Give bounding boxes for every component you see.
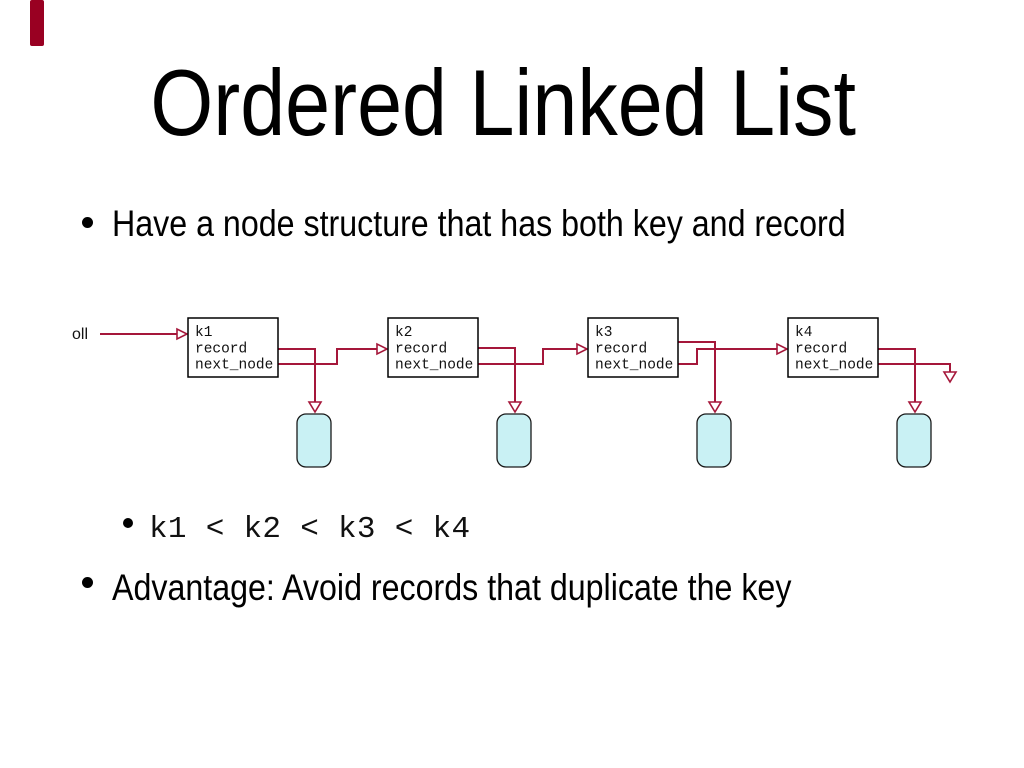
list-node-k1: k1 record next_node xyxy=(187,317,279,378)
null-pointer-line xyxy=(866,363,951,372)
node-next-label: next_node xyxy=(795,358,873,374)
next-arrowhead xyxy=(376,342,389,356)
next-arrowhead xyxy=(776,342,789,356)
node-record-label: record xyxy=(595,342,647,358)
page-title: Ordered Linked List xyxy=(0,56,1006,150)
bullet-item-advantage: Advantage: Avoid records that duplicate … xyxy=(112,567,792,608)
record-blob xyxy=(696,413,732,468)
head-arrowhead xyxy=(176,327,189,341)
node-record-label: record xyxy=(195,342,247,358)
node-box xyxy=(187,317,279,378)
record-blob xyxy=(496,413,532,468)
next-pointer-line xyxy=(668,348,777,365)
linked-list-diagram: oll k1 r xyxy=(72,317,958,468)
node-next-label: next_node xyxy=(195,358,273,374)
record-blob xyxy=(896,413,932,468)
pointer-arrowheads xyxy=(176,327,958,414)
next-arrowhead xyxy=(576,342,589,356)
record-blobs xyxy=(296,413,932,468)
next-pointer-line xyxy=(268,348,377,365)
null-arrowhead xyxy=(942,371,958,384)
node-next-label: next_node xyxy=(395,358,473,374)
record-arrowhead xyxy=(307,401,323,414)
corner-mark xyxy=(30,0,44,46)
node-box xyxy=(587,317,679,378)
node-key-label: k4 xyxy=(795,325,812,341)
list-node-k4: k4 record next_node xyxy=(787,317,879,378)
record-arrowhead xyxy=(707,401,723,414)
bullet-item-key-ordering: k1 < k2 < k3 < k4 xyxy=(149,512,471,547)
node-record-label: record xyxy=(395,342,447,358)
node-next-label: next_node xyxy=(595,358,673,374)
corner-mark-bar xyxy=(30,0,44,46)
list-head-label: oll xyxy=(72,326,88,343)
list-node-k2: k2 record next_node xyxy=(387,317,479,378)
node-record-label: record xyxy=(795,342,847,358)
node-key-label: k2 xyxy=(395,325,412,341)
node-box xyxy=(787,317,879,378)
node-key-label: k1 xyxy=(195,325,212,341)
bullet-marker xyxy=(123,518,133,528)
record-blob xyxy=(296,413,332,468)
bullet-marker xyxy=(82,577,93,588)
page-title-text: Ordered Linked List xyxy=(150,50,856,155)
list-node-k3: k3 record next_node xyxy=(587,317,679,378)
node-key-label: k3 xyxy=(595,325,612,341)
bullet-marker xyxy=(82,217,93,228)
record-arrowhead xyxy=(507,401,523,414)
next-pointer-line xyxy=(470,348,577,365)
bullet-item-node-structure: Have a node structure that has both key … xyxy=(112,203,846,244)
record-arrowhead xyxy=(907,401,923,414)
node-box xyxy=(387,317,479,378)
